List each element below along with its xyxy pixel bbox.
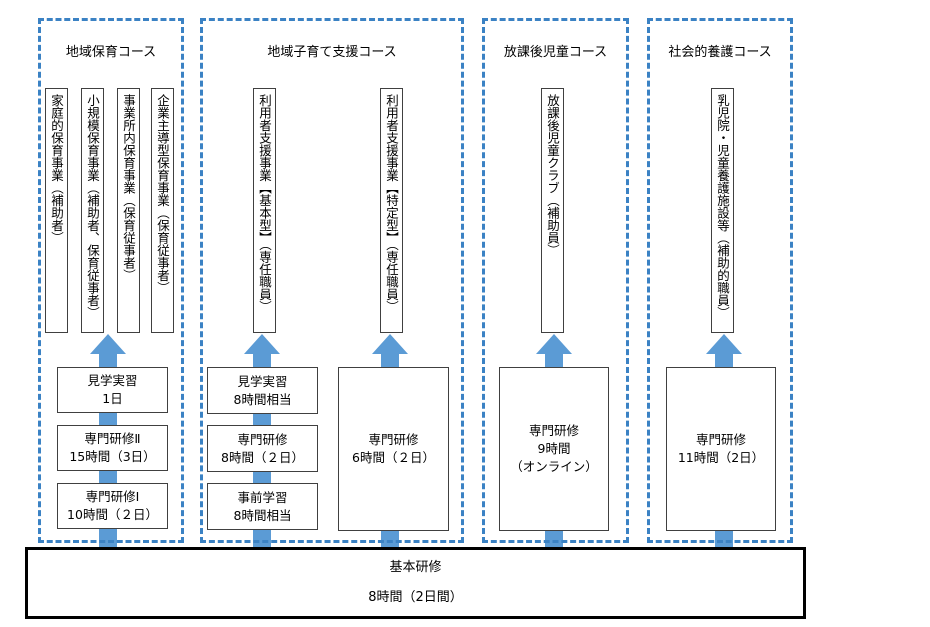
up-arrow-icon (536, 334, 572, 368)
job-label: 利用者支援事業【特定型】（専任職員） (384, 94, 399, 313)
training-duration: 8時間（２日） (221, 449, 304, 465)
course-title: 社会的養護コース (668, 45, 772, 60)
training-box: 専門研修Ⅰ 10時間（２日） (57, 483, 168, 529)
training-box: 専門研修 6時間（２日） (338, 367, 449, 531)
training-format: （オンライン） (510, 459, 598, 474)
course-community-childcare: 地域保育コース (38, 18, 184, 543)
training-duration: 15時間（3日） (69, 449, 156, 464)
training-name: 事前学習 (237, 489, 288, 505)
base-training-name: 基本研修 (389, 560, 442, 575)
training-duration: 11時間（2日） (677, 450, 765, 465)
job-label: 企業主導型保育事業（保育従事者） (155, 94, 170, 294)
job-box: 家庭的保育事業（補助者） (45, 88, 68, 333)
job-label: 事業所内保育事業（保育従事者） (121, 94, 136, 282)
training-box: 専門研修 11時間（2日） (666, 367, 776, 531)
training-name: 専門研修 (237, 431, 288, 447)
job-box: 企業主導型保育事業（保育従事者） (151, 88, 174, 333)
course-after-school: 放課後児童コース (482, 18, 629, 543)
job-box: 小規模保育事業（補助者、保育従事者） (81, 88, 104, 333)
training-duration: 6時間（２日） (352, 450, 435, 465)
training-duration: 10時間（２日） (67, 507, 158, 522)
job-label: 放課後児童クラブ（補助員） (545, 94, 560, 257)
job-box: 事業所内保育事業（保育従事者） (117, 88, 140, 333)
training-name: 専門研修 (368, 432, 419, 447)
up-arrow-icon (90, 334, 126, 368)
training-duration: 8時間相当 (233, 507, 292, 523)
job-label: 家庭的保育事業（補助者） (49, 94, 64, 244)
up-arrow-icon (244, 334, 280, 368)
job-box: 利用者支援事業【基本型】（専任職員） (253, 88, 276, 333)
course-title: 地域保育コース (65, 45, 157, 60)
training-name: 見学実習 (87, 373, 138, 388)
job-label: 乳児院・児童養護施設等（補助的職員） (715, 94, 730, 319)
job-box: 放課後児童クラブ（補助員） (541, 88, 564, 333)
training-box: 事前学習 8時間相当 (207, 483, 318, 530)
training-name: 専門研修Ⅰ (85, 489, 140, 504)
training-duration: 1日 (102, 391, 123, 406)
course-title: 放課後児童コース (503, 45, 608, 60)
up-arrow-icon (372, 334, 408, 368)
training-box: 専門研修 9時間 （オンライン） (499, 367, 609, 531)
course-social-care: 社会的養護コース (647, 18, 793, 543)
course-community-parenting-support: 地域子育て支援コース (200, 18, 464, 543)
training-box: 専門研修 8時間（２日） (207, 425, 318, 472)
training-duration: 8時間相当 (233, 391, 292, 407)
training-name: 専門研修 (528, 423, 579, 438)
base-training-duration: 8時間（2日間） (368, 590, 463, 605)
training-box: 専門研修Ⅱ 15時間（3日） (57, 425, 168, 471)
training-name: 見学実習 (237, 373, 288, 389)
training-box: 見学実習 8時間相当 (207, 367, 318, 414)
job-label: 小規模保育事業（補助者、保育従事者） (85, 94, 100, 319)
job-box: 利用者支援事業【特定型】（専任職員） (380, 88, 403, 333)
up-arrow-icon (706, 334, 742, 368)
base-training-box: 基本研修 8時間（2日間） (25, 547, 806, 619)
training-duration: 9時間 (537, 441, 571, 456)
course-title: 地域子育て支援コース (267, 45, 397, 60)
job-box: 乳児院・児童養護施設等（補助的職員） (711, 88, 734, 333)
job-label: 利用者支援事業【基本型】（専任職員） (257, 94, 272, 313)
training-name: 専門研修 (695, 432, 746, 447)
training-name: 専門研修Ⅱ (84, 431, 141, 446)
training-box: 見学実習 1日 (57, 367, 168, 413)
